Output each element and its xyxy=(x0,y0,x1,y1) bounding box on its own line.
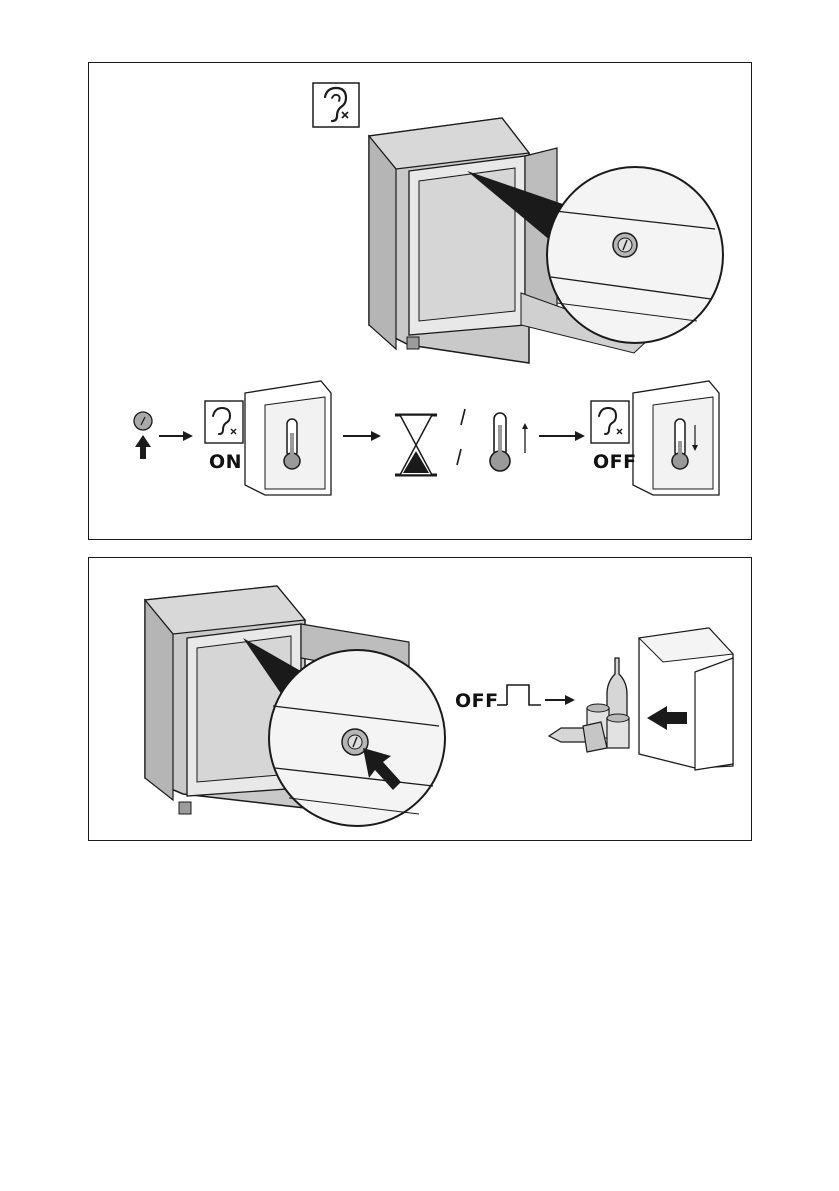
on-label: ON xyxy=(209,453,242,472)
arrow-4-icon xyxy=(545,695,575,705)
arrow-3-icon xyxy=(539,431,585,441)
arrow-1-icon xyxy=(159,431,193,441)
fridge-open xyxy=(369,118,723,363)
button-press-icon xyxy=(134,412,152,459)
thermometer-up-icon xyxy=(490,413,528,471)
bottom-illustration xyxy=(89,558,753,842)
ear-crossed-icon xyxy=(313,83,359,127)
or-separator xyxy=(457,409,465,465)
arrow-2-icon xyxy=(343,431,381,441)
ear-crossed-on-icon xyxy=(205,401,243,443)
top-illustration-panel: ON OFF xyxy=(88,62,752,540)
thermometer-icon xyxy=(284,419,300,469)
top-illustration xyxy=(89,63,753,541)
bottom-illustration-panel: OFF xyxy=(88,557,752,841)
fridge-closed-bottom xyxy=(639,628,733,770)
bottles-cans-icon xyxy=(549,658,629,752)
off-label: OFF xyxy=(593,453,637,472)
fridge-open-bottom xyxy=(145,586,445,826)
ear-crossed-off-icon xyxy=(591,401,629,443)
switch-off-icon xyxy=(497,685,541,705)
off-label-bottom: OFF xyxy=(455,692,499,711)
hourglass-icon xyxy=(395,415,437,475)
